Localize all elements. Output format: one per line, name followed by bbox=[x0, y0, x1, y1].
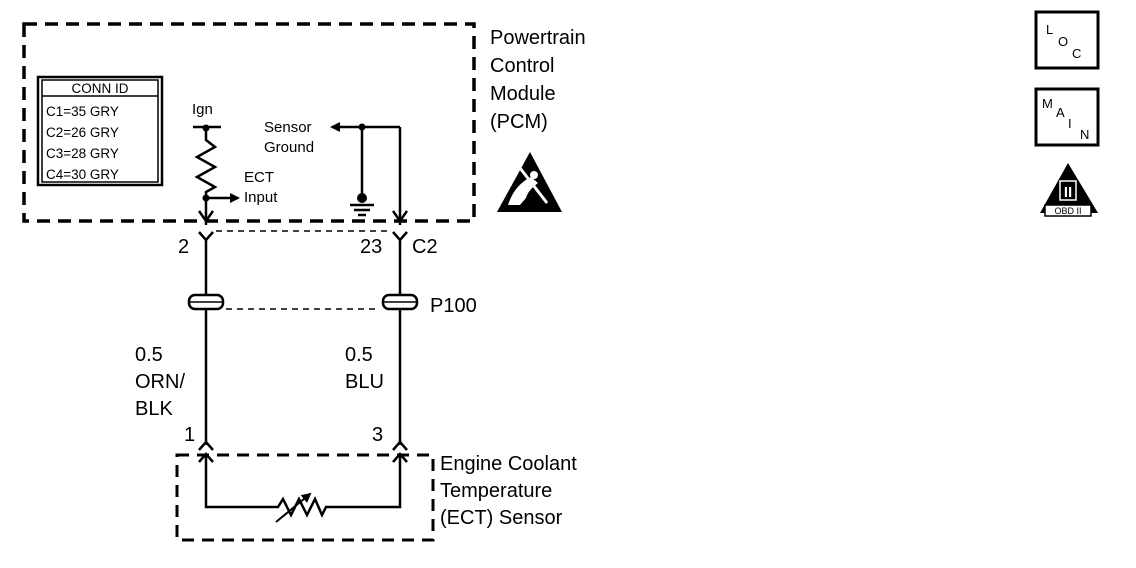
pcm-title-line-1: Powertrain bbox=[490, 27, 586, 49]
conn-id-row: C2=26 GRY bbox=[46, 125, 119, 140]
conn-id-row: C1=35 GRY bbox=[46, 104, 119, 119]
conn-id-row: C3=28 GRY bbox=[46, 146, 119, 161]
ect-input-label: ECT Input bbox=[244, 169, 278, 206]
conn-id-table: CONN ID C1=35 GRY C2=26 GRY C3=28 GRY C4… bbox=[36, 75, 164, 187]
esd-sensitive-icon bbox=[497, 152, 562, 212]
pcm-title-line-3: Module bbox=[490, 83, 556, 105]
main-icon: M A I N bbox=[1034, 87, 1100, 147]
svg-text:A: A bbox=[1056, 105, 1065, 120]
ign-label: Ign bbox=[192, 101, 213, 118]
p100-label: P100 bbox=[430, 295, 477, 317]
pin-3-label: 3 bbox=[372, 424, 383, 446]
connector-c2-label: C2 bbox=[412, 236, 438, 258]
sensor-internal-wire bbox=[330, 454, 402, 509]
thermistor-variable-arrow bbox=[275, 492, 312, 523]
sensor-internal-wire bbox=[204, 454, 272, 509]
pcm-title: Powertrain Control Module (PCM) bbox=[490, 27, 591, 133]
svg-text:N: N bbox=[1080, 127, 1089, 142]
conn-id-header: CONN ID bbox=[72, 81, 129, 96]
svg-text:L: L bbox=[1046, 22, 1053, 37]
svg-text:I: I bbox=[1068, 116, 1072, 131]
p100-connector-right bbox=[381, 293, 419, 311]
sensor-ground-label: Sensor Ground bbox=[264, 119, 316, 156]
conn-id-row: C4=30 GRY bbox=[46, 167, 119, 182]
pin-23-label: 23 bbox=[360, 236, 382, 258]
pin-2-label: 2 bbox=[178, 236, 189, 258]
loc-icon: L O C bbox=[1034, 10, 1100, 70]
svg-text:C: C bbox=[1072, 46, 1081, 61]
ect-sensor-boundary bbox=[175, 453, 435, 542]
ground-icon bbox=[350, 203, 374, 217]
pcm-title-line-4: (PCM) bbox=[490, 111, 548, 133]
svg-text:O: O bbox=[1058, 34, 1068, 49]
svg-text:OBD II: OBD II bbox=[1054, 206, 1081, 216]
svg-text:M: M bbox=[1042, 96, 1053, 111]
ect-sensor-title: Engine Coolant Temperature (ECT) Sensor bbox=[440, 453, 582, 529]
svg-text:II: II bbox=[1064, 184, 1072, 201]
thermistor-icon bbox=[272, 496, 330, 518]
pcm-boundary bbox=[22, 22, 476, 223]
wire-left-label: 0.5 ORN/ BLK bbox=[135, 344, 191, 420]
pin-1-label: 1 bbox=[184, 424, 195, 446]
obd-ii-icon: II OBD II bbox=[1040, 163, 1098, 217]
wire-right-label: 0.5 BLU bbox=[345, 344, 384, 393]
pullup-resistor bbox=[194, 128, 218, 225]
p100-connector-left bbox=[187, 293, 225, 311]
pcm-title-line-2: Control bbox=[490, 55, 554, 77]
